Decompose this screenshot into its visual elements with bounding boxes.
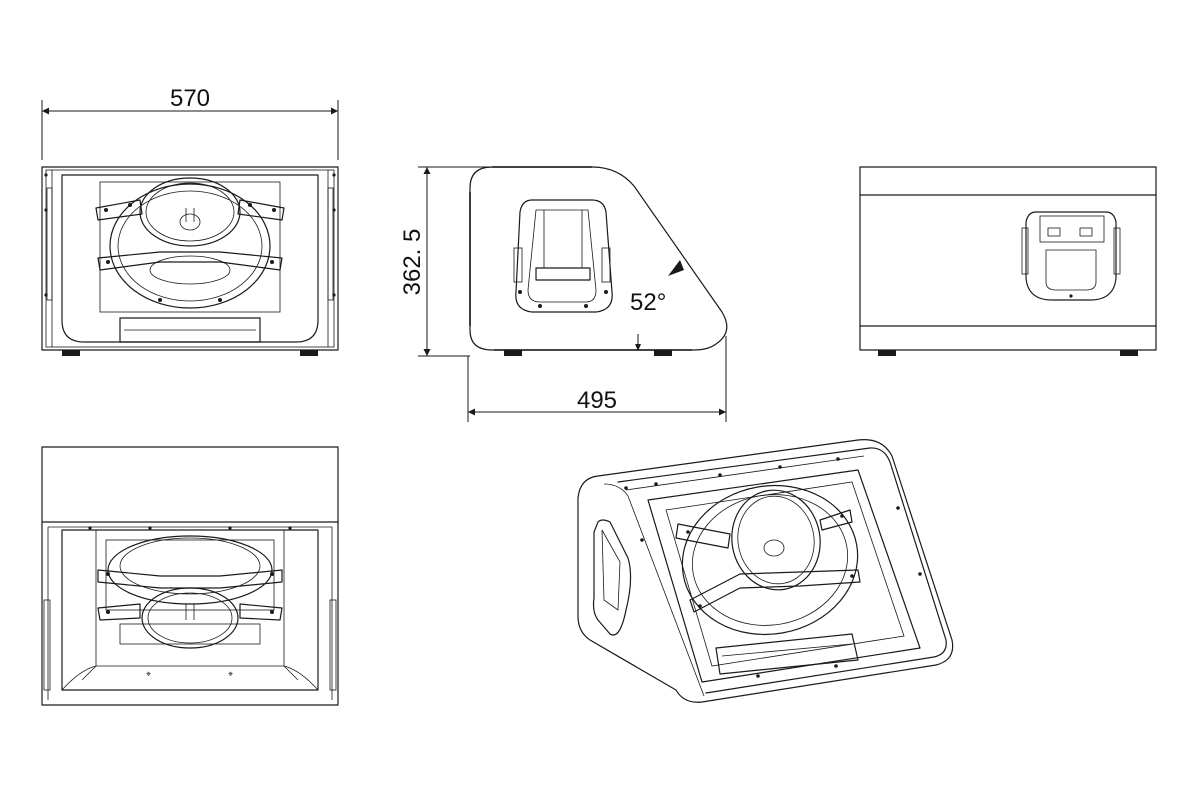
top-handle bbox=[1021, 211, 1121, 301]
svg-text:⌖: ⌖ bbox=[228, 669, 233, 679]
isometric-view bbox=[577, 438, 954, 703]
front-view bbox=[41, 166, 339, 356]
side-view bbox=[469, 166, 728, 356]
angle-label: 52° bbox=[630, 289, 666, 316]
svg-text:⌖: ⌖ bbox=[146, 669, 151, 679]
mounting-brackets bbox=[95, 199, 285, 302]
top-view bbox=[859, 166, 1157, 356]
depth-dimension bbox=[467, 336, 727, 422]
height-dimension bbox=[418, 166, 490, 357]
horn bbox=[139, 177, 241, 247]
woofer bbox=[99, 181, 281, 313]
width-label: 570 bbox=[170, 85, 210, 112]
depth-label: 495 bbox=[577, 387, 617, 414]
horn-angled bbox=[141, 587, 239, 649]
width-dimension bbox=[41, 100, 339, 160]
front-view-angled: ⌖ ⌖ bbox=[41, 446, 339, 706]
height-label: 362. 5 bbox=[399, 229, 426, 296]
side-handle bbox=[513, 199, 613, 313]
